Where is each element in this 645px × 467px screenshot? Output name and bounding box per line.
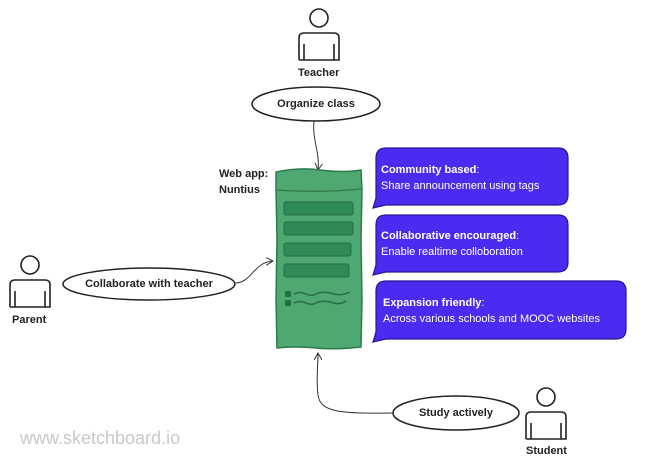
- student-to-app-arrow: [317, 353, 394, 414]
- web-app-name: Nuntius: [219, 184, 260, 196]
- parent-actor-icon: [9, 255, 51, 308]
- feature-text-1: Community based: Share announcement usin…: [381, 164, 540, 192]
- parent-label: Parent: [12, 314, 47, 326]
- organize-class-text: Organize class: [277, 98, 355, 110]
- watermark: www.sketchboard.io: [20, 428, 181, 448]
- collaborate-ellipse: [62, 267, 236, 301]
- feature-title: Expansion friendly: [383, 297, 482, 309]
- parent-to-app-arrow: [235, 261, 273, 284]
- feature-bubble-2: [372, 214, 569, 276]
- feature-text-3: Expansion friendly: Across various schoo…: [383, 297, 601, 325]
- feature-bubble-3: [372, 280, 627, 343]
- organize-class-ellipse: [251, 86, 381, 122]
- feature-text-2: Collaborative encouraged: Enable realtim…: [381, 230, 523, 258]
- app-content-bar: [283, 263, 350, 278]
- feature-desc: Across various schools and MOOC websites: [383, 313, 601, 325]
- feature-desc: Share announcement using tags: [381, 180, 540, 192]
- study-text: Study actively: [419, 407, 493, 419]
- teacher-to-app-arrow: [313, 120, 319, 170]
- feature-desc: Enable realtime colloboration: [381, 246, 523, 258]
- web-app-box: [275, 168, 363, 350]
- app-content-bar: [283, 201, 354, 216]
- feature-bubble-1: [372, 147, 569, 209]
- collaborate-text: Collaborate with teacher: [85, 278, 213, 290]
- feature-title: Community based: [381, 164, 477, 176]
- teacher-label: Teacher: [298, 67, 340, 79]
- teacher-actor-icon: [298, 8, 340, 61]
- web-app-label: Web app:: [219, 168, 269, 180]
- app-small-square: [285, 300, 291, 306]
- student-actor-icon: [525, 387, 567, 440]
- app-content-bar: [283, 221, 354, 236]
- app-content-bar: [283, 242, 352, 257]
- feature-title: Collaborative encouraged: [381, 230, 517, 242]
- app-small-square: [285, 291, 291, 297]
- student-label: Student: [526, 445, 567, 457]
